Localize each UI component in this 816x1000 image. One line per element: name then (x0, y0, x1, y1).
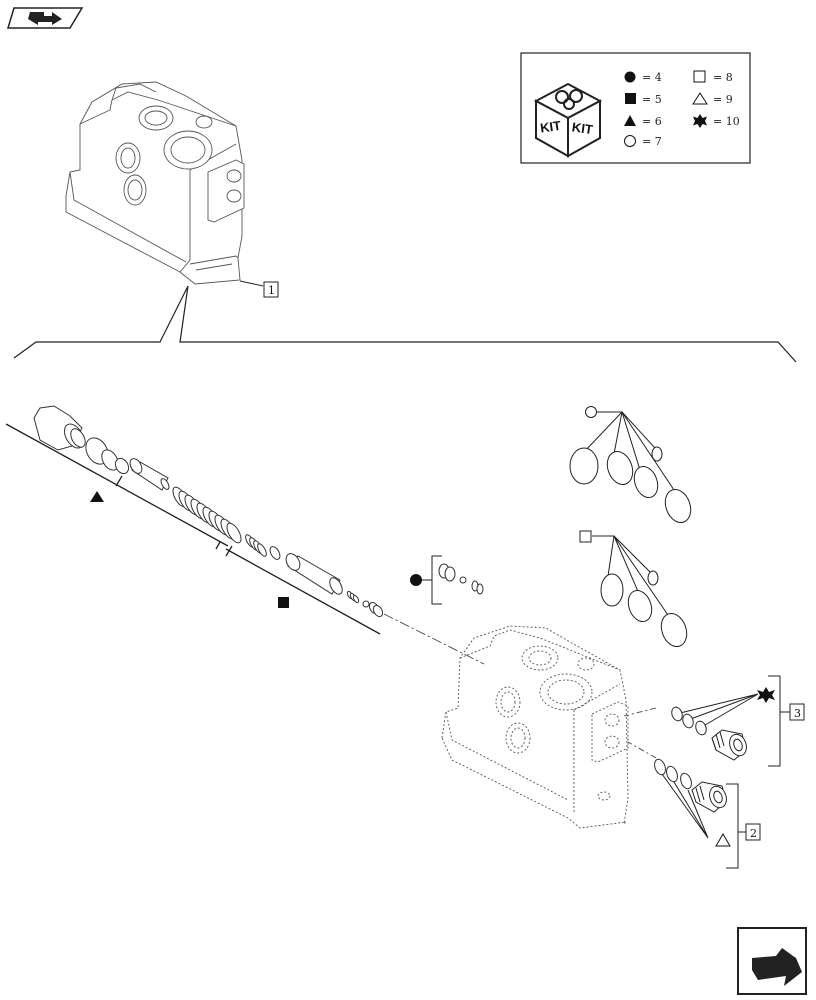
legend-filled-square-icon (625, 93, 636, 104)
open-circle-kit-group (569, 406, 692, 523)
lower-plug (691, 781, 727, 813)
filled-circle-kit-group (410, 555, 484, 605)
legend-item-9: = 9 (713, 93, 733, 106)
filled-star-marker-icon (757, 687, 775, 703)
open-circle-marker-icon (585, 406, 597, 418)
legend-filled-circle-icon (624, 71, 636, 83)
assembly-centerline (383, 613, 485, 665)
open-square-kit-group (579, 530, 688, 647)
kit-legend: KIT KIT = 4 = 5 = 6 = 7 = 8 = 9 = 10 (520, 52, 751, 164)
legend-item-4: = 4 (642, 71, 662, 84)
spool-spring (172, 486, 242, 544)
star-kit-group: 3 (671, 675, 805, 767)
small-washer (269, 546, 281, 560)
spool-o-ring (114, 457, 130, 475)
spool-parts (33, 405, 384, 618)
callout-label-1: 1 (268, 284, 275, 297)
previous-page-icon[interactable] (6, 7, 84, 29)
assembly-centerline-right-lower (627, 741, 657, 759)
legend-item-10: = 10 (713, 115, 740, 128)
legend-item-6: = 6 (642, 115, 662, 128)
callout-valve-section: 1 (239, 280, 279, 298)
open-triangle-marker-icon (715, 833, 731, 847)
legend-open-square-icon (693, 70, 706, 83)
legend-item-7: = 7 (642, 135, 662, 148)
kit-label-right: KIT (571, 119, 594, 137)
callout-label-3: 3 (794, 707, 801, 720)
valve-section-assembly (65, 81, 245, 285)
open-triangle-kit-group: 2 (654, 758, 761, 869)
legend-filled-star-icon (693, 114, 707, 128)
legend-open-triangle-icon (692, 92, 708, 105)
upper-plug (711, 729, 747, 761)
legend-open-circle-icon (624, 135, 636, 147)
legend-item-8: = 8 (713, 71, 733, 84)
legend-item-5: = 5 (642, 93, 662, 106)
kit-box-icon: KIT KIT (533, 82, 603, 158)
legend-filled-triangle-icon (624, 115, 636, 126)
callout-label-2: 2 (750, 827, 757, 840)
check-ball (362, 600, 370, 608)
spool-group-lines (5, 423, 381, 635)
filled-triangle-marker-icon (90, 491, 104, 502)
expansion-brace (13, 285, 797, 363)
tiny-spring (346, 590, 360, 604)
spool-plug (368, 601, 384, 618)
open-square-marker-icon (579, 530, 592, 543)
filled-circle-marker-icon (410, 574, 422, 586)
valve-body-phantom (441, 625, 629, 829)
assembly-centerline-right-upper (623, 707, 657, 717)
filled-square-marker-icon (278, 597, 289, 608)
kit-label-left: KIT (539, 118, 562, 136)
spool-o-ring (101, 449, 119, 471)
next-page-icon[interactable] (737, 927, 807, 995)
small-spring (245, 534, 267, 557)
